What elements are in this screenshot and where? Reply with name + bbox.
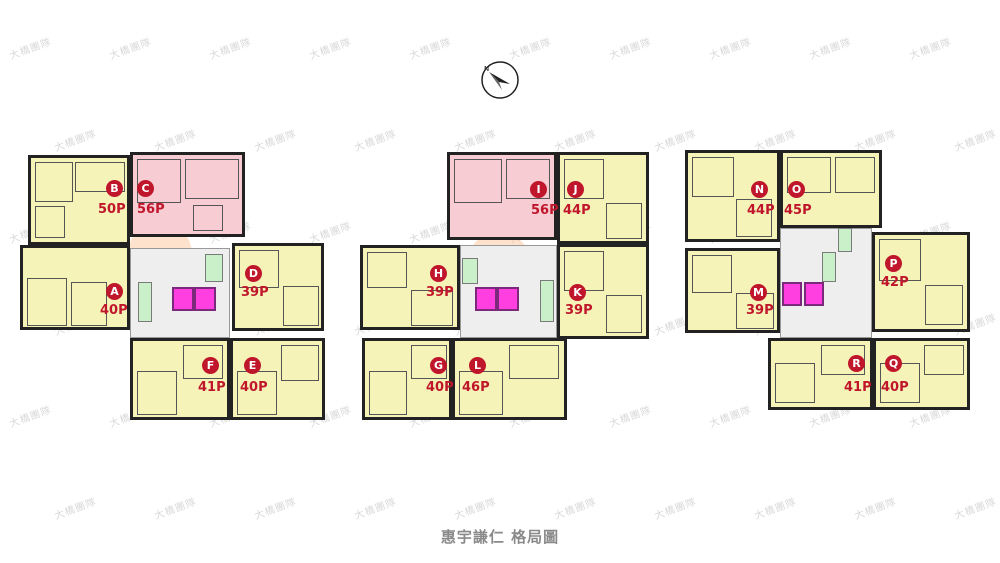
- unit-q: [873, 338, 970, 410]
- unit-badge-f: F: [202, 357, 219, 374]
- unit-size-label-d: 39P: [241, 285, 269, 300]
- unit-b: [28, 155, 130, 245]
- unit-badge-d: D: [245, 265, 262, 282]
- unit-badge-b: B: [106, 180, 123, 197]
- unit-size-label-p: 42P: [881, 275, 909, 290]
- watermark-text: 大橋團隊: [353, 496, 399, 523]
- unit-badge-c: C: [137, 180, 154, 197]
- unit-h: [360, 245, 460, 330]
- watermark-text: 大橋團隊: [753, 496, 799, 523]
- watermark-text: 大橋團隊: [53, 496, 99, 523]
- watermark-text: 大橋團隊: [508, 36, 554, 63]
- watermark-text: 大橋團隊: [708, 404, 754, 431]
- unit-size-label-k: 39P: [565, 303, 593, 318]
- elevator: [194, 287, 216, 311]
- stairwell: [462, 258, 478, 284]
- unit-size-label-r: 41P: [844, 380, 872, 395]
- unit-f: [130, 338, 230, 420]
- stairwell: [205, 254, 223, 282]
- unit-size-label-g: 40P: [426, 380, 454, 395]
- unit-badge-p: P: [885, 255, 902, 272]
- watermark-text: 大橋團隊: [553, 128, 599, 155]
- unit-badge-i: I: [530, 181, 547, 198]
- watermark-text: 大橋團隊: [153, 128, 199, 155]
- unit-p: [872, 232, 970, 332]
- unit-badge-q: Q: [885, 355, 902, 372]
- watermark-text: 大橋團隊: [908, 36, 954, 63]
- unit-l: [452, 338, 567, 420]
- watermark-text: 大橋團隊: [653, 496, 699, 523]
- unit-badge-n: N: [751, 181, 768, 198]
- unit-size-label-e: 40P: [240, 380, 268, 395]
- elevator: [172, 287, 194, 311]
- unit-e: [230, 338, 325, 420]
- watermark-text: 大橋團隊: [808, 36, 854, 63]
- elevator: [497, 287, 519, 311]
- watermark-text: 大橋團隊: [708, 36, 754, 63]
- unit-badge-j: J: [567, 181, 584, 198]
- stairwell: [540, 280, 554, 322]
- unit-badge-o: O: [788, 181, 805, 198]
- unit-size-label-n: 44P: [747, 203, 775, 218]
- watermark-text: 大橋團隊: [608, 404, 654, 431]
- watermark-text: 大橋團隊: [553, 496, 599, 523]
- watermark-text: 大橋團隊: [953, 128, 999, 155]
- unit-size-label-q: 40P: [881, 380, 909, 395]
- unit-size-label-l: 46P: [462, 380, 490, 395]
- plan-caption: 惠宇謙仁 格局圖: [440, 528, 560, 546]
- watermark-text: 大橋團隊: [353, 128, 399, 155]
- unit-badge-l: L: [469, 357, 486, 374]
- unit-badge-g: G: [430, 357, 447, 374]
- north-compass-icon: N: [481, 61, 519, 99]
- watermark-text: 大橋團隊: [8, 404, 54, 431]
- unit-size-label-m: 39P: [746, 303, 774, 318]
- compass-label: N: [484, 65, 489, 73]
- unit-r: [768, 338, 873, 410]
- watermark-text: 大橋團隊: [408, 36, 454, 63]
- unit-badge-h: H: [430, 265, 447, 282]
- elevator: [804, 282, 824, 306]
- stairwell: [838, 228, 852, 252]
- watermark-text: 大橋團隊: [108, 36, 154, 63]
- unit-j: [557, 152, 649, 244]
- unit-g: [362, 338, 452, 420]
- watermark-text: 大橋團隊: [208, 36, 254, 63]
- unit-size-label-i: 56P: [531, 203, 559, 218]
- watermark-text: 大橋團隊: [453, 496, 499, 523]
- elevator: [782, 282, 802, 306]
- unit-size-label-b: 50P: [98, 202, 126, 217]
- unit-size-label-a: 40P: [100, 303, 128, 318]
- unit-size-label-h: 39P: [426, 285, 454, 300]
- watermark-text: 大橋團隊: [608, 36, 654, 63]
- elevator: [475, 287, 497, 311]
- unit-badge-m: M: [750, 284, 767, 301]
- unit-size-label-f: 41P: [198, 380, 226, 395]
- watermark-text: 大橋團隊: [153, 496, 199, 523]
- unit-badge-e: E: [244, 357, 261, 374]
- stairwell: [822, 252, 836, 282]
- watermark-text: 大橋團隊: [253, 496, 299, 523]
- stairwell: [138, 282, 152, 322]
- watermark-text: 大橋團隊: [853, 496, 899, 523]
- watermark-text: 大橋團隊: [308, 36, 354, 63]
- watermark-text: 大橋團隊: [53, 128, 99, 155]
- unit-d: [232, 243, 324, 331]
- unit-size-label-o: 45P: [784, 203, 812, 218]
- watermark-text: 大橋團隊: [953, 496, 999, 523]
- unit-badge-a: A: [106, 283, 123, 300]
- unit-size-label-j: 44P: [563, 203, 591, 218]
- unit-n: [685, 150, 780, 242]
- unit-badge-k: K: [569, 284, 586, 301]
- unit-size-label-c: 56P: [137, 202, 165, 217]
- watermark-text: 大橋團隊: [253, 128, 299, 155]
- watermark-text: 大橋團隊: [308, 220, 354, 247]
- watermark-text: 大橋團隊: [8, 36, 54, 63]
- unit-badge-r: R: [848, 355, 865, 372]
- watermark-text: 大橋團隊: [453, 128, 499, 155]
